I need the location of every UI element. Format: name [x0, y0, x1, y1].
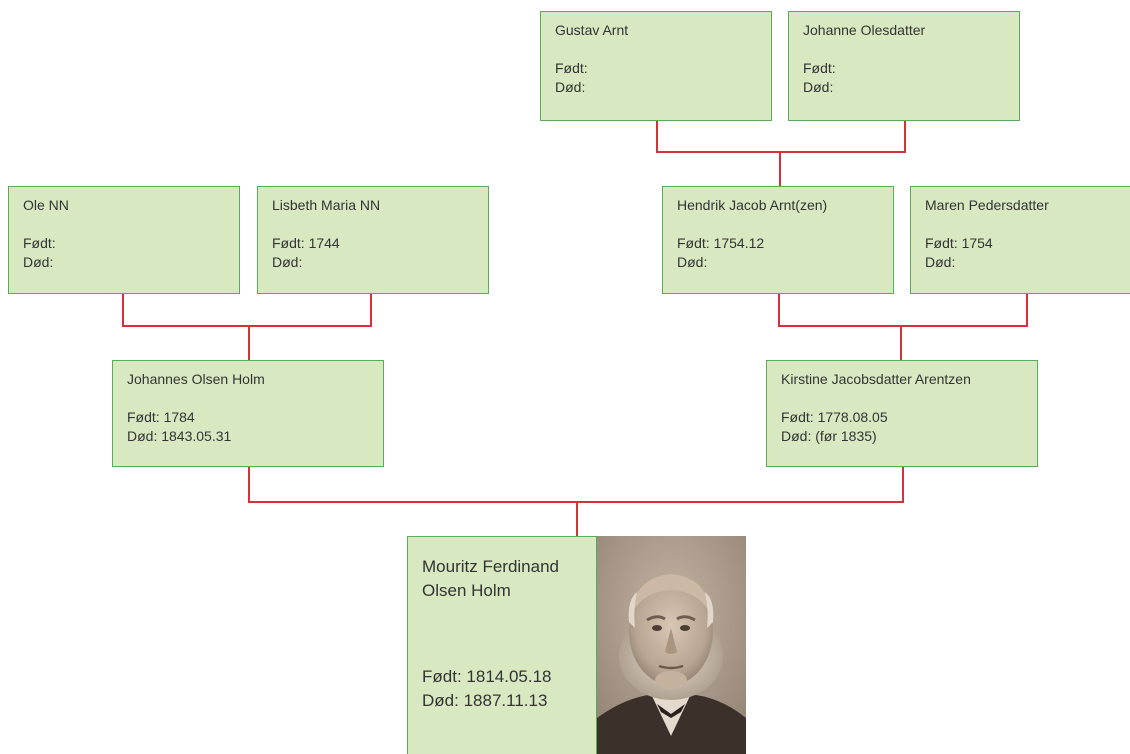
person-name: Hendrik Jacob Arnt(zen) [677, 197, 828, 213]
died-row: Død: [555, 78, 757, 97]
born-label: Født: [925, 235, 958, 251]
died-row: Død: 1843.05.31 [127, 427, 369, 446]
person-name: Kirstine Jacobsdatter Arentzen [781, 371, 971, 387]
born-value: 1778.08.05 [817, 409, 888, 425]
died-row: Død: [677, 253, 879, 272]
born-label: Født: [677, 235, 710, 251]
born-row: Født: [803, 59, 1005, 78]
person-name: Gustav Arnt [555, 22, 629, 38]
born-value: 1814.05.18 [466, 667, 552, 686]
person-name: Mouritz Ferdinand Olsen Holm [422, 557, 560, 600]
born-row: Født: 1778.08.05 [781, 408, 1023, 427]
portrait-image [597, 536, 746, 754]
person-box-johanne: Johanne Olesdatter Født: Død: [788, 11, 1020, 121]
died-row: Død: 1887.11.13 [422, 689, 552, 713]
born-row: Født: [555, 59, 757, 78]
person-name: Johannes Olsen Holm [127, 371, 265, 387]
person-name: Ole NN [23, 197, 69, 213]
born-value: 1784 [163, 409, 195, 425]
died-label: Død: [677, 254, 708, 270]
born-row: Født: 1754.12 [677, 234, 879, 253]
born-label: Født: [23, 235, 56, 251]
person-box-maren: Maren Pedersdatter Født: 1754 Død: [910, 186, 1130, 294]
died-label: Død: [925, 254, 956, 270]
born-row: Født: 1744 [272, 234, 474, 253]
born-row: Født: 1814.05.18 [422, 665, 552, 689]
died-row: Død: [925, 253, 1127, 272]
died-row: Død: [23, 253, 225, 272]
died-value: 1843.05.31 [161, 428, 232, 444]
born-label: Født: [422, 667, 462, 686]
person-box-lisbeth: Lisbeth Maria NN Født: 1744 Død: [257, 186, 489, 294]
died-label: Død: [803, 79, 834, 95]
died-label: Død: [422, 691, 459, 710]
died-value: (før 1835) [815, 428, 877, 444]
died-label: Død: [272, 254, 303, 270]
born-row: Født: 1754 [925, 234, 1127, 253]
died-label: Død: [23, 254, 54, 270]
person-box-ole: Ole NN Født: Død: [8, 186, 240, 294]
person-box-kirstine: Kirstine Jacobsdatter Arentzen Født: 177… [766, 360, 1038, 467]
born-value: 1744 [308, 235, 340, 251]
died-row: Død: [803, 78, 1005, 97]
born-label: Født: [781, 409, 814, 425]
person-box-mouritz: Mouritz Ferdinand Olsen Holm Født: 1814.… [407, 536, 597, 754]
portrait-photo [597, 536, 746, 754]
born-row: Født: 1784 [127, 408, 369, 427]
died-row: Død: [272, 253, 474, 272]
born-label: Født: [803, 60, 836, 76]
person-name: Maren Pedersdatter [925, 197, 1049, 213]
born-value: 1754 [961, 235, 993, 251]
dates-block: Født: 1814.05.18 Død: 1887.11.13 [422, 665, 552, 713]
born-label: Født: [127, 409, 160, 425]
died-value: 1887.11.13 [463, 691, 548, 710]
born-label: Født: [272, 235, 305, 251]
person-box-gustav: Gustav Arnt Født: Død: [540, 11, 772, 121]
person-name: Johanne Olesdatter [803, 22, 926, 38]
died-label: Død: [555, 79, 586, 95]
person-name: Lisbeth Maria NN [272, 197, 381, 213]
person-box-johannes: Johannes Olsen Holm Født: 1784 Død: 1843… [112, 360, 384, 467]
died-label: Død: [127, 428, 158, 444]
born-row: Født: [23, 234, 225, 253]
born-value: 1754.12 [713, 235, 765, 251]
born-label: Født: [555, 60, 588, 76]
died-row: Død: (før 1835) [781, 427, 1023, 446]
died-label: Død: [781, 428, 812, 444]
person-box-hendrik: Hendrik Jacob Arnt(zen) Født: 1754.12 Dø… [662, 186, 894, 294]
